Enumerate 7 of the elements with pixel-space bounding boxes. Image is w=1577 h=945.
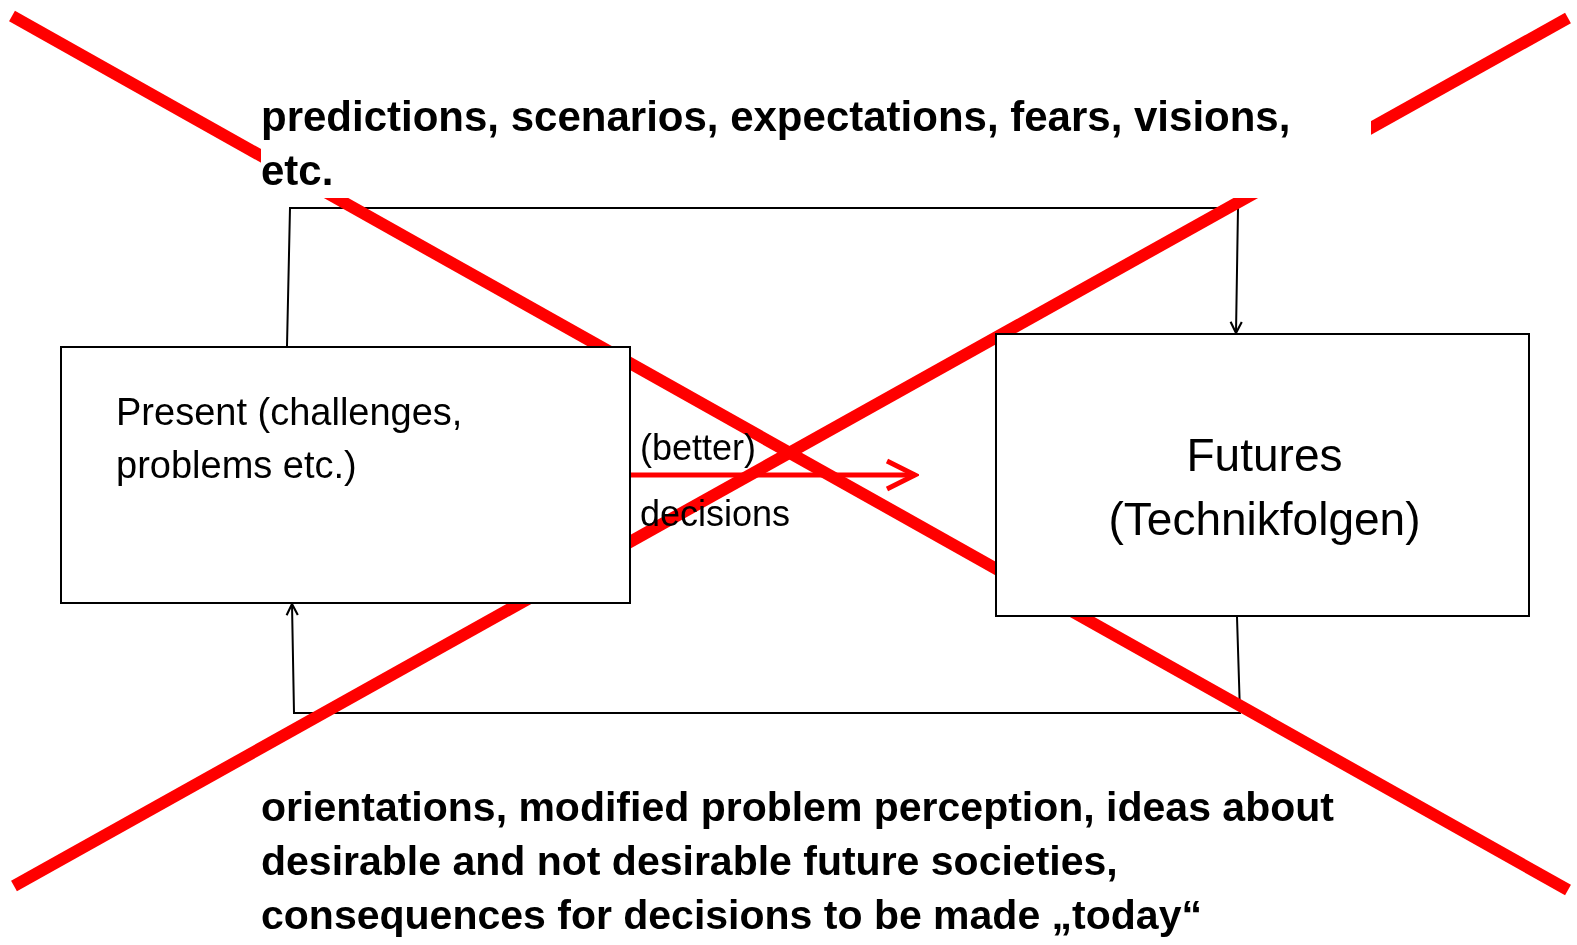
arrow [631, 458, 918, 492]
arrow [285, 602, 1242, 714]
box-label: Futures (Technikfolgen) [1107, 428, 1422, 548]
process-box [995, 333, 1530, 617]
process-box [60, 346, 631, 604]
arrow [286, 207, 1243, 347]
box-label: Present (challenges, problems etc.) [116, 390, 464, 489]
